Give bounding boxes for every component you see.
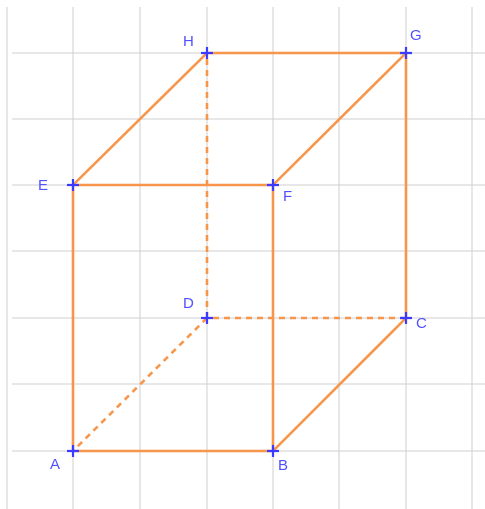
vertex-label-a: A: [50, 456, 60, 473]
vertex-f: F: [267, 179, 292, 205]
vertex-b: B: [267, 445, 288, 474]
cuboid-vertices: A B C D E F G H: [38, 27, 427, 474]
vertex-h: H: [183, 33, 213, 59]
vertex-g: G: [400, 27, 422, 59]
cuboid-edges: [71, 51, 408, 453]
vertex-marker: [67, 179, 79, 191]
edge-fg: [271, 51, 408, 187]
vertex-label-c: C: [416, 315, 427, 332]
vertex-marker: [400, 47, 412, 59]
vertex-marker: [201, 312, 213, 324]
vertex-e: E: [38, 177, 79, 194]
vertex-a: A: [50, 445, 79, 473]
edge-bc: [271, 316, 408, 453]
vertex-marker: [201, 47, 213, 59]
vertex-d: D: [183, 295, 213, 324]
vertex-label-g: G: [410, 27, 422, 44]
vertex-marker: [267, 179, 279, 191]
vertex-marker: [400, 312, 412, 324]
vertex-label-e: E: [38, 177, 48, 194]
edge-he: [71, 51, 209, 187]
vertex-label-d: D: [183, 295, 194, 312]
edge-da-hidden: [72, 317, 208, 452]
vertex-label-b: B: [278, 457, 288, 474]
vertex-marker: [267, 445, 279, 457]
vertex-marker: [67, 445, 79, 457]
vertex-label-h: H: [183, 33, 194, 50]
background-grid: [6, 7, 485, 509]
vertex-label-f: F: [283, 188, 292, 205]
vertex-c: C: [400, 312, 427, 332]
